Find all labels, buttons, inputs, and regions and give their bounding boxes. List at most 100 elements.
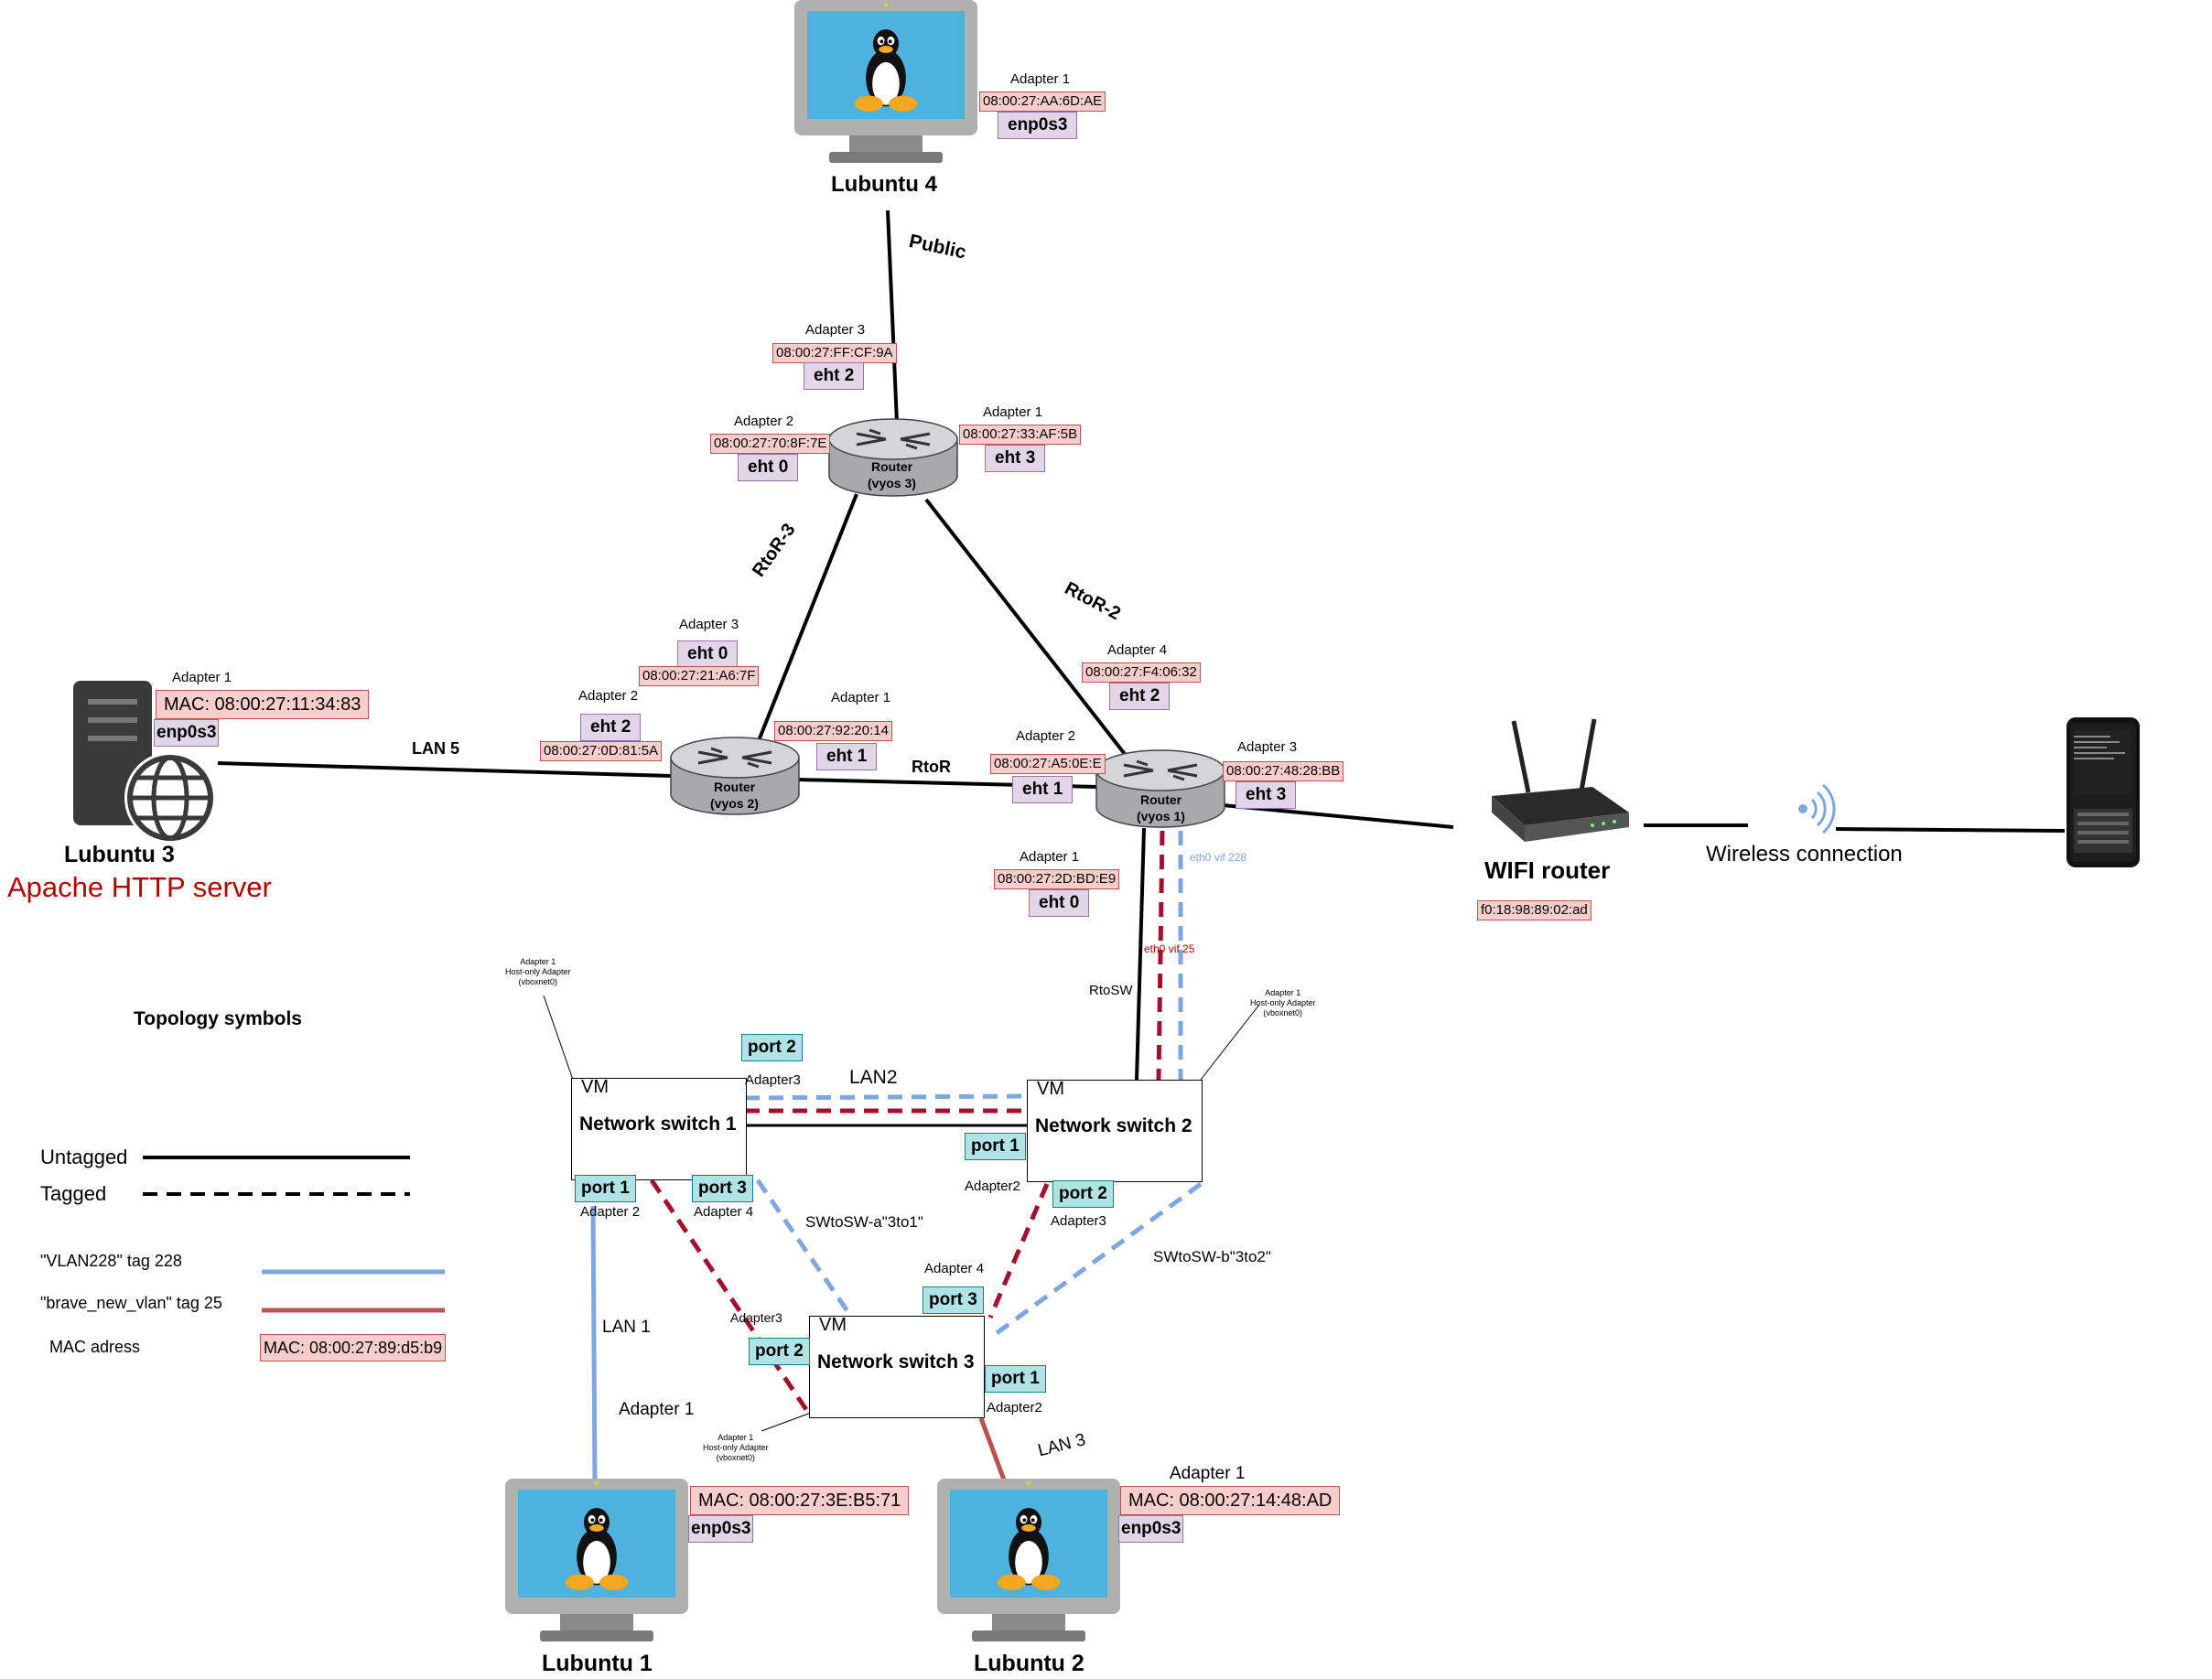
link-vif25-label: eth0 vif 25 xyxy=(1144,942,1195,955)
vyos1-a2-adapter: Adapter 2 xyxy=(1016,728,1076,744)
vyos2-a1-adapter: Adapter 1 xyxy=(831,690,891,705)
legend-vlan25: "brave_new_vlan" tag 25 xyxy=(40,1294,222,1312)
legend-untagged: Untagged xyxy=(40,1146,128,1168)
link-lan5-label: LAN 5 xyxy=(412,739,460,758)
wifi-router-mac: f0:18:98:89:02:ad xyxy=(1477,900,1592,920)
lubuntu1-mac: MAC: 08:00:27:3E:B5:71 xyxy=(690,1486,910,1515)
legend-lines xyxy=(143,1156,445,1313)
switch1-vm-label: VM xyxy=(581,1077,609,1097)
vyos2-label-line1: Router xyxy=(714,780,756,794)
vyos3-a1-adapter: Adapter 1 xyxy=(983,404,1043,420)
lubuntu4-name: Lubuntu 4 xyxy=(831,172,937,197)
sw3-port3-adapter: Adapter 4 xyxy=(924,1261,985,1276)
server-icon xyxy=(73,681,216,844)
vyos1-a1-mac: 08:00:27:2D:BD:E9 xyxy=(994,869,1120,889)
lubuntu1-adapter: Adapter 1 xyxy=(619,1400,695,1419)
sw3-port2[interactable]: port 2 xyxy=(749,1338,810,1365)
lubuntu3-mac: MAC: 08:00:27:11:34:83 xyxy=(156,690,370,719)
vyos2-a3-adapter: Adapter 3 xyxy=(679,617,739,632)
lubuntu2-mac: MAC: 08:00:27:14:48:AD xyxy=(1120,1486,1341,1515)
vyos3-label-line1: Router xyxy=(871,459,913,474)
link-vif228-label: eth0 vif 228 xyxy=(1190,851,1247,864)
vyos3-a2-iface: eht 0 xyxy=(738,454,799,481)
vyos2-a2-mac: 08:00:27:0D:81:5A xyxy=(540,741,663,761)
lubuntu4-iface: enp0s3 xyxy=(998,112,1078,139)
sw2-hostonly-label: Adapter 1 Host-only Adapter (vboxnet0) xyxy=(1250,988,1316,1017)
vyos1-label-line2: (vyos 1) xyxy=(1137,809,1185,823)
sw1-port3[interactable]: port 3 xyxy=(692,1175,753,1202)
vyos2-a1-iface: eht 1 xyxy=(816,743,878,770)
sw3-port1[interactable]: port 1 xyxy=(985,1365,1046,1393)
sw2-port1-adapter: Adapter2 xyxy=(965,1179,1020,1194)
vyos2-a2-iface: eht 2 xyxy=(580,714,642,741)
legend-title: Topology symbols xyxy=(134,1008,302,1029)
vyos3-label-line2: (vyos 3) xyxy=(868,476,916,490)
vyos2-a2-adapter: Adapter 2 xyxy=(578,688,639,704)
link-lan1-label: LAN 1 xyxy=(602,1318,651,1337)
lubuntu3-name: Lubuntu 3 xyxy=(64,842,175,867)
links xyxy=(217,210,2066,1483)
wifi-router-name: WIFI router xyxy=(1484,856,1611,884)
network-switch-3[interactable]: VM Network switch 3 xyxy=(809,1315,985,1418)
lubuntu4-monitor-icon xyxy=(794,0,977,163)
vyos1-a4-mac: 08:00:27:F4:06:32 xyxy=(1082,662,1201,683)
sw1-port2-adapter: Adapter3 xyxy=(745,1072,801,1088)
lubuntu2-monitor-icon xyxy=(937,1479,1120,1641)
wireless-connection-label: Wireless connection xyxy=(1706,842,1903,866)
switch2-vm-label: VM xyxy=(1037,1079,1064,1099)
phone-icon xyxy=(2066,717,2140,867)
wifi-router-icon xyxy=(1492,718,1629,842)
vyos3-a2-mac: 08:00:27:70:8F:7E xyxy=(710,434,831,454)
lubuntu2-name: Lubuntu 2 xyxy=(974,1651,1084,1676)
vyos3-a3-iface: eht 2 xyxy=(804,362,865,390)
lubuntu4-mac: 08:00:27:AA:6D:AE xyxy=(979,91,1106,112)
vyos2-a3-iface: eht 0 xyxy=(677,640,739,668)
legend-tagged: Tagged xyxy=(40,1182,107,1205)
vyos1-a2-iface: eht 1 xyxy=(1012,776,1074,803)
sw1-port1[interactable]: port 1 xyxy=(575,1175,636,1202)
vyos3-a3-adapter: Adapter 3 xyxy=(805,322,866,338)
lubuntu2-adapter: Adapter 1 xyxy=(1170,1464,1246,1483)
network-switch-2[interactable]: VM Network switch 2 xyxy=(1027,1079,1203,1182)
switch2-name: Network switch 2 xyxy=(1035,1115,1192,1136)
lubuntu2-iface: enp0s3 xyxy=(1118,1515,1184,1543)
sw1-hostonly-label: Adapter 1 Host-only Adapter (vboxnet0) xyxy=(505,957,571,986)
wireless-signal-icon xyxy=(1798,783,1836,834)
vyos1-a1-adapter: Adapter 1 xyxy=(1020,849,1080,865)
lubuntu1-monitor-icon xyxy=(505,1479,688,1641)
link-rtosw-label: RtoSW xyxy=(1089,983,1133,998)
vyos3-a3-mac: 08:00:27:FF:CF:9A xyxy=(772,343,897,363)
sw2-port2[interactable]: port 2 xyxy=(1052,1180,1114,1208)
vyos3-a1-iface: eht 3 xyxy=(985,445,1046,472)
sw2-port2-adapter: Adapter3 xyxy=(1051,1213,1106,1229)
legend-vlan228: "VLAN228" tag 228 xyxy=(40,1252,182,1270)
lubuntu3-adapter: Adapter 1 xyxy=(172,670,232,685)
vyos1-a1-iface: eht 0 xyxy=(1029,889,1090,917)
switch3-name: Network switch 3 xyxy=(817,1351,975,1372)
lubuntu1-name: Lubuntu 1 xyxy=(542,1651,653,1676)
vyos1-label-line1: Router xyxy=(1140,792,1182,807)
vyos3-a2-adapter: Adapter 2 xyxy=(734,414,794,429)
lubuntu1-iface: enp0s3 xyxy=(688,1515,754,1543)
legend-mac-label: MAC adress xyxy=(49,1338,141,1356)
vyos1-a3-iface: eht 3 xyxy=(1235,781,1297,809)
link-rtor-label: RtoR xyxy=(912,758,951,776)
vyos2-label-line2: (vyos 2) xyxy=(710,796,759,811)
sw3-port3[interactable]: port 3 xyxy=(923,1286,984,1314)
vyos1-a2-mac: 08:00:27:A5:0E:E xyxy=(990,754,1106,774)
link-lan2-label: LAN2 xyxy=(849,1067,898,1088)
sw3-port2-adapter: Adapter3 xyxy=(730,1310,782,1325)
vyos1-a4-iface: eht 2 xyxy=(1109,683,1171,710)
lubuntu3-subtitle: Apache HTTP server xyxy=(7,871,272,903)
vyos3-a1-mac: 08:00:27:33:AF:5B xyxy=(959,425,1082,445)
network-switch-1[interactable]: VM Network switch 1 xyxy=(571,1077,747,1180)
vyos2-a1-mac: 08:00:27:92:20:14 xyxy=(774,721,892,741)
lubuntu3-iface: enp0s3 xyxy=(154,719,220,747)
sw2-port1[interactable]: port 1 xyxy=(965,1133,1026,1160)
vyos1-a4-adapter: Adapter 4 xyxy=(1107,642,1168,658)
sw1-port3-adapter: Adapter 4 xyxy=(694,1204,754,1220)
vyos2-a3-mac: 08:00:27:21:A6:7F xyxy=(639,666,760,686)
sw1-port2[interactable]: port 2 xyxy=(741,1034,803,1061)
legend-mac-sample: MAC: 08:00:27:89:d5:b9 xyxy=(260,1334,447,1361)
vyos1-a3-adapter: Adapter 3 xyxy=(1237,739,1298,755)
